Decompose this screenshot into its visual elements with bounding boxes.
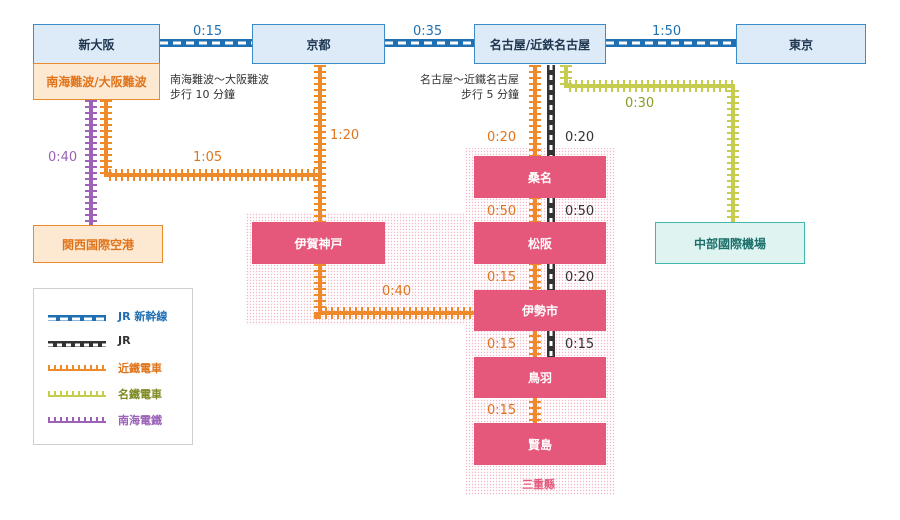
station-iga-kambe[interactable]: 伊賀神戸 (252, 222, 385, 264)
station-nagoya[interactable]: 名古屋/近鉄名古屋 (474, 24, 606, 64)
legend-kintetsu-label: 近鐵電車 (118, 362, 162, 375)
legend-nankai-label: 南海電鐵 (118, 414, 162, 427)
station-kuwana[interactable]: 桑名 (474, 156, 606, 198)
time-kuwana-matsusaka-kintetsu: 0:50 (487, 204, 517, 219)
time-matsusaka-iseshi-jr: 0:20 (565, 270, 595, 285)
time-namba-junction: 1:05 (193, 150, 223, 165)
time-shinosaka-kyoto: 0:15 (193, 24, 223, 39)
legend-kintetsu-swatch (48, 365, 106, 371)
note-namba-walk: 南海難波～大阪難波 步行 10 分鐘 (170, 73, 269, 101)
station-toba[interactable]: 鳥羽 (474, 357, 606, 398)
legend-shinkansen-label: JR 新幹線 (118, 310, 168, 323)
legend-meitetsu-swatch (48, 391, 106, 397)
time-matsusaka-iseshi-kintetsu: 0:15 (487, 270, 517, 285)
time-iseshi-toba-jr: 0:15 (565, 337, 595, 352)
station-kyoto[interactable]: 京都 (252, 24, 385, 64)
time-namba-kansai: 0:40 (48, 150, 78, 165)
legend: JR 新幹線 JR 近鐵電車 名鐵電車 南海電鐵 (33, 288, 193, 445)
time-nagoya-kuwana-kintetsu: 0:20 (487, 130, 517, 145)
station-kansai-airport[interactable]: 関西国際空港 (33, 225, 163, 263)
station-shin-osaka[interactable]: 新大阪 (33, 24, 160, 64)
legend-meitetsu-label: 名鐵電車 (118, 388, 162, 401)
station-matsusaka[interactable]: 松阪 (474, 222, 606, 264)
time-toba-kashikojima: 0:15 (487, 403, 517, 418)
legend-nankai-swatch (48, 417, 106, 423)
legend-shinkansen-swatch (48, 315, 106, 321)
time-nagoya-tokyo: 1:50 (652, 24, 682, 39)
station-namba[interactable]: 南海難波/大阪難波 (33, 63, 160, 100)
note-nagoya-walk: 名古屋～近鐵名古屋 步行 5 分鐘 (420, 73, 519, 101)
time-kuwana-matsusaka-jr: 0:50 (565, 204, 595, 219)
time-kyoto-junction: 1:20 (330, 128, 360, 143)
legend-jr-swatch (48, 341, 106, 347)
time-nagoya-chubu: 0:30 (625, 96, 655, 111)
region-label: 三重縣 (522, 478, 555, 491)
time-kyoto-nagoya: 0:35 (413, 24, 443, 39)
station-kashikojima[interactable]: 賢島 (474, 423, 606, 465)
legend-jr-label: JR (118, 334, 131, 347)
meitetsu-line (560, 65, 739, 222)
station-chubu-airport[interactable]: 中部國際機場 (655, 222, 805, 264)
time-nagoya-kuwana-jr: 0:20 (565, 130, 595, 145)
station-tokyo[interactable]: 東京 (736, 24, 866, 64)
time-iga-iseshi: 0:40 (382, 284, 412, 299)
station-iseshi[interactable]: 伊勢市 (474, 290, 606, 331)
time-iseshi-toba-kintetsu: 0:15 (487, 337, 517, 352)
